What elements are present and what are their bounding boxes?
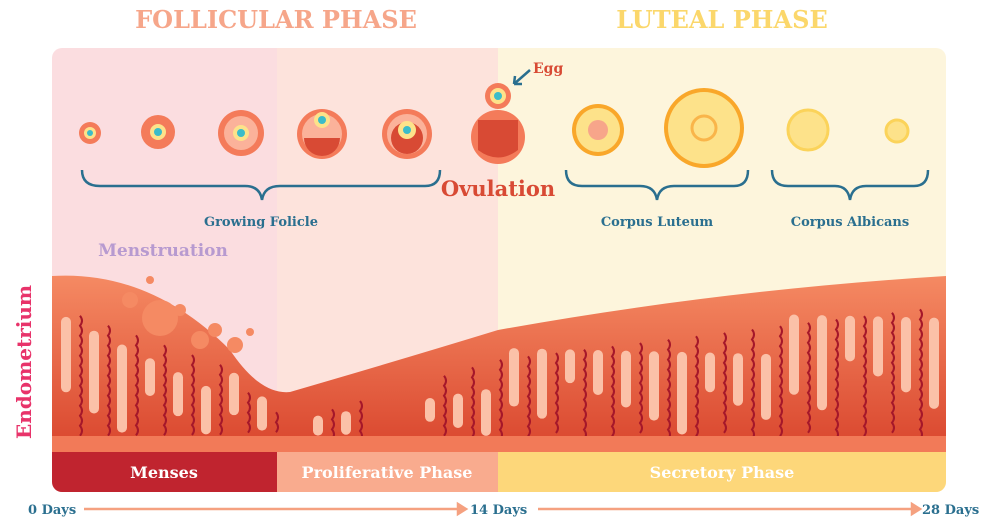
blood-vessel — [134, 334, 139, 437]
blood-vessel — [218, 364, 223, 436]
follicle-3 — [218, 110, 264, 156]
gland — [145, 358, 155, 396]
endometrium-tissue — [52, 275, 946, 452]
basal-layer — [52, 436, 946, 452]
gland — [341, 411, 351, 435]
blood-vessel — [806, 322, 811, 434]
blood-vessel — [610, 345, 615, 437]
blood-vessel — [834, 318, 839, 441]
proliferative-bar — [277, 452, 498, 492]
follicle-icons — [79, 83, 910, 168]
gland — [705, 352, 715, 393]
endometrial-glands — [61, 306, 950, 442]
gland — [257, 396, 267, 431]
menstruation-label: Menstruation — [98, 241, 228, 261]
gland — [229, 372, 239, 416]
corpus-albicans-label: Corpus Albicans — [791, 215, 909, 230]
timeline-end-label: 28 Days — [922, 503, 979, 518]
gland — [817, 315, 827, 411]
gland — [481, 389, 491, 436]
blood-vessel — [358, 400, 363, 442]
blood-vessel — [750, 328, 755, 441]
menstruation-droplets — [122, 276, 254, 353]
corpus-luteum-brace — [564, 169, 750, 201]
blood-vessel — [246, 391, 251, 434]
follicle-4 — [297, 109, 347, 159]
blood-vessel — [918, 308, 923, 440]
gland — [677, 351, 687, 435]
blood-vessel — [190, 354, 195, 436]
blood-vessel — [554, 352, 559, 434]
corpus-albicans-large — [786, 108, 830, 152]
blood-vessel — [862, 315, 867, 437]
blood-vessel — [162, 344, 167, 436]
blood-vessel — [330, 408, 335, 441]
gland — [761, 353, 771, 420]
ruptured-follicle — [471, 110, 525, 164]
blood-vessel — [106, 324, 111, 437]
follicle-5 — [382, 109, 432, 159]
follicle-2 — [141, 115, 175, 149]
gland — [313, 415, 323, 436]
corpus-luteum-small — [572, 104, 624, 156]
blood-vessel — [890, 312, 895, 434]
gland — [901, 317, 911, 393]
growing-follicle-label: Growing Folicle — [204, 215, 318, 230]
egg-label: Egg — [533, 61, 563, 77]
menses-bar — [52, 452, 277, 492]
brace-lines — [80, 69, 930, 201]
gland — [509, 348, 519, 407]
blood-vessel — [582, 349, 587, 441]
gland — [173, 372, 183, 417]
follicular-phase-title: FOLLICULAR PHASE — [135, 5, 417, 34]
gland — [89, 330, 99, 414]
ovulation-label: Ovulation — [441, 176, 555, 201]
egg-arrow — [512, 69, 531, 86]
gland — [873, 316, 883, 377]
follicle-1 — [79, 122, 101, 144]
gland — [453, 393, 463, 428]
corpus-albicans-small — [884, 118, 910, 144]
egg-icon — [485, 83, 511, 109]
blood-vessel — [666, 338, 671, 441]
corpus-albicans-brace — [770, 169, 930, 201]
gland — [845, 315, 855, 362]
gland — [425, 398, 435, 422]
blood-vessel — [470, 366, 475, 439]
gland — [565, 349, 575, 384]
timeline-mid-label: 14 Days — [470, 503, 527, 518]
endometrium-label: Endometrium — [12, 285, 36, 439]
blood-vessel — [78, 315, 83, 437]
gland — [929, 317, 939, 409]
blood-vessel — [274, 411, 279, 433]
secretory-bar — [498, 452, 946, 492]
blood-vessel — [948, 306, 950, 436]
gland — [61, 316, 71, 393]
secretory-phase-label: Secretory Phase — [650, 463, 795, 482]
blood-vessel — [498, 359, 503, 441]
gland — [649, 351, 659, 421]
menses-label: Menses — [130, 463, 198, 482]
corpus-luteum-large — [664, 88, 744, 168]
blood-vessel — [778, 325, 783, 437]
gland — [789, 314, 799, 395]
blood-vessel — [694, 335, 699, 437]
proliferative-phase-label: Proliferative Phase — [302, 463, 473, 482]
gland — [733, 353, 743, 406]
gland — [201, 385, 211, 435]
gland — [621, 350, 631, 408]
corpus-luteum-label: Corpus Luteum — [601, 215, 714, 230]
gland — [117, 344, 127, 433]
blood-vessel — [638, 342, 643, 434]
blood-vessel — [442, 375, 447, 437]
timeline-start-label: 0 Days — [28, 503, 76, 518]
growing-follicle-brace — [80, 169, 442, 201]
gland — [537, 348, 547, 419]
blood-vessel — [722, 332, 727, 434]
timeline-arrows — [84, 501, 923, 517]
luteal-phase-title: LUTEAL PHASE — [616, 5, 827, 34]
gland — [593, 350, 603, 395]
blood-vessel — [526, 355, 531, 438]
